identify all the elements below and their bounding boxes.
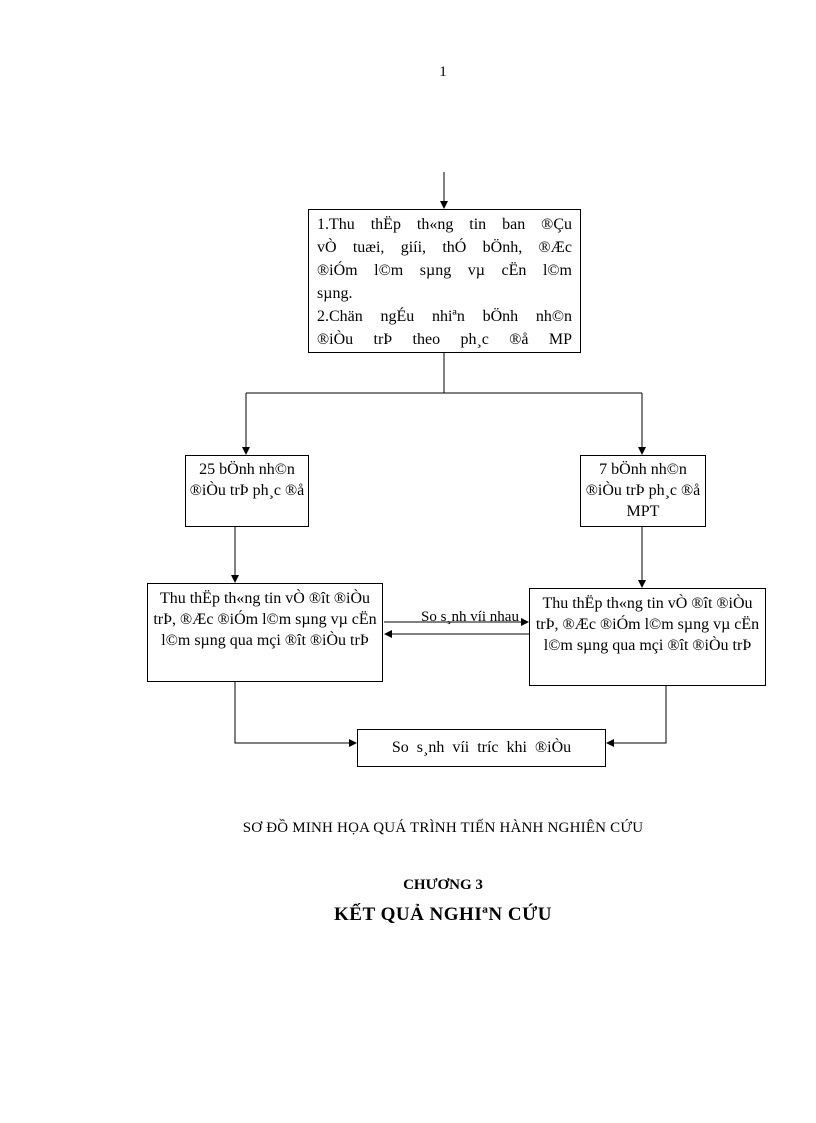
box-line: sµng. — [317, 285, 353, 302]
box-line: vÒ tuæi, giíi, thÓ bÖnh, ®Æc — [317, 239, 572, 256]
connector-left-to-bottom — [234, 682, 357, 747]
chapter-heading: CHƯƠNG 3 — [403, 877, 483, 893]
step-collect-initial-info-box: 1.Thu thËp th«ng tin ban ®Çu vÒ tuæi, gi… — [308, 209, 581, 353]
connector-right-to-bottom — [606, 686, 667, 747]
box-line: ®iÒu trÞ theo ph¸c ®å MP — [317, 331, 572, 348]
box-line: ®iÓm l©m sµng vµ cËn l©m — [317, 262, 572, 279]
left-collect-box: Thu thËp th«ng tin vÒ ®ît ®iÒu trÞ, ®Æc … — [147, 583, 383, 682]
diagram-caption: SƠ ĐỒ MINH HỌA QUÁ TRÌNH TIẾN HÀNH NGHIÊ… — [242, 820, 644, 836]
left-group-box: 25 bÖnh nh©n ®iÒu trÞ ph¸c ®å — [185, 455, 309, 527]
box-line: 1.Thu thËp th«ng tin ban ®Çu — [317, 216, 572, 233]
compare-label: So s¸nh víi nhau — [421, 609, 519, 625]
compare-before-box: So s¸nh víi tr­íc khi ®iÒu — [357, 729, 606, 767]
chapter-title: KẾT QUẢ NGHIªN CỨU — [334, 904, 552, 925]
right-group-box: 7 bÖnh nh©n ®iÒu trÞ ph¸c ®å MPT — [580, 455, 706, 527]
right-collect-box: Thu thËp th«ng tin vÒ ®ît ®iÒu trÞ, ®Æc … — [529, 588, 766, 686]
page-number: 1 — [439, 64, 447, 80]
box-line: 2.Chän ngÉu nhiªn bÖnh nh©n — [317, 308, 572, 325]
